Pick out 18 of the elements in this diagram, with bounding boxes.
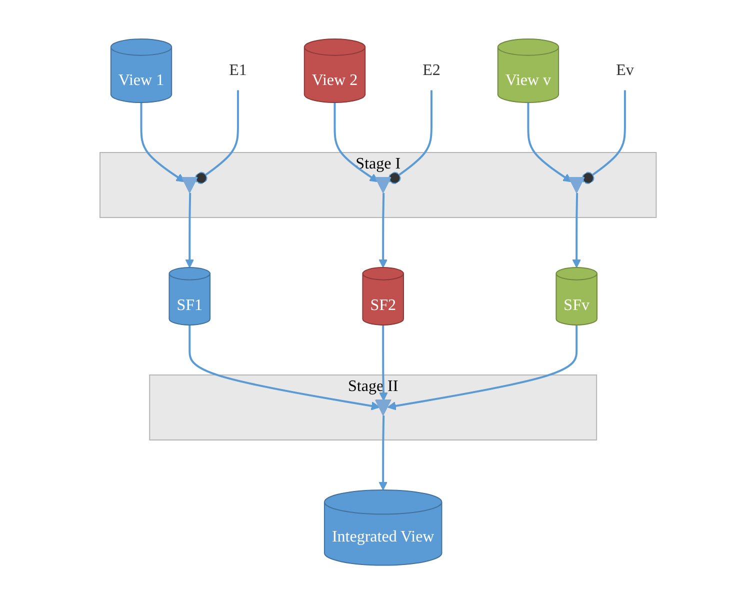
connector <box>195 90 239 184</box>
arrow <box>527 102 572 182</box>
connector <box>582 90 626 184</box>
arrow <box>378 415 388 490</box>
arrow <box>140 102 185 182</box>
cluster: Stage II <box>149 374 597 440</box>
arrow <box>572 192 581 268</box>
arrow <box>188 324 380 410</box>
arrow <box>185 192 194 268</box>
node-text: E1 <box>228 62 247 79</box>
cluster: Stage I <box>99 152 657 218</box>
arrow <box>387 324 578 410</box>
arrow <box>378 192 388 268</box>
node-text: E2 <box>422 62 440 79</box>
arrow <box>378 324 388 401</box>
node-text: Ev <box>616 62 634 79</box>
connector <box>388 90 432 184</box>
arrow <box>334 102 378 182</box>
